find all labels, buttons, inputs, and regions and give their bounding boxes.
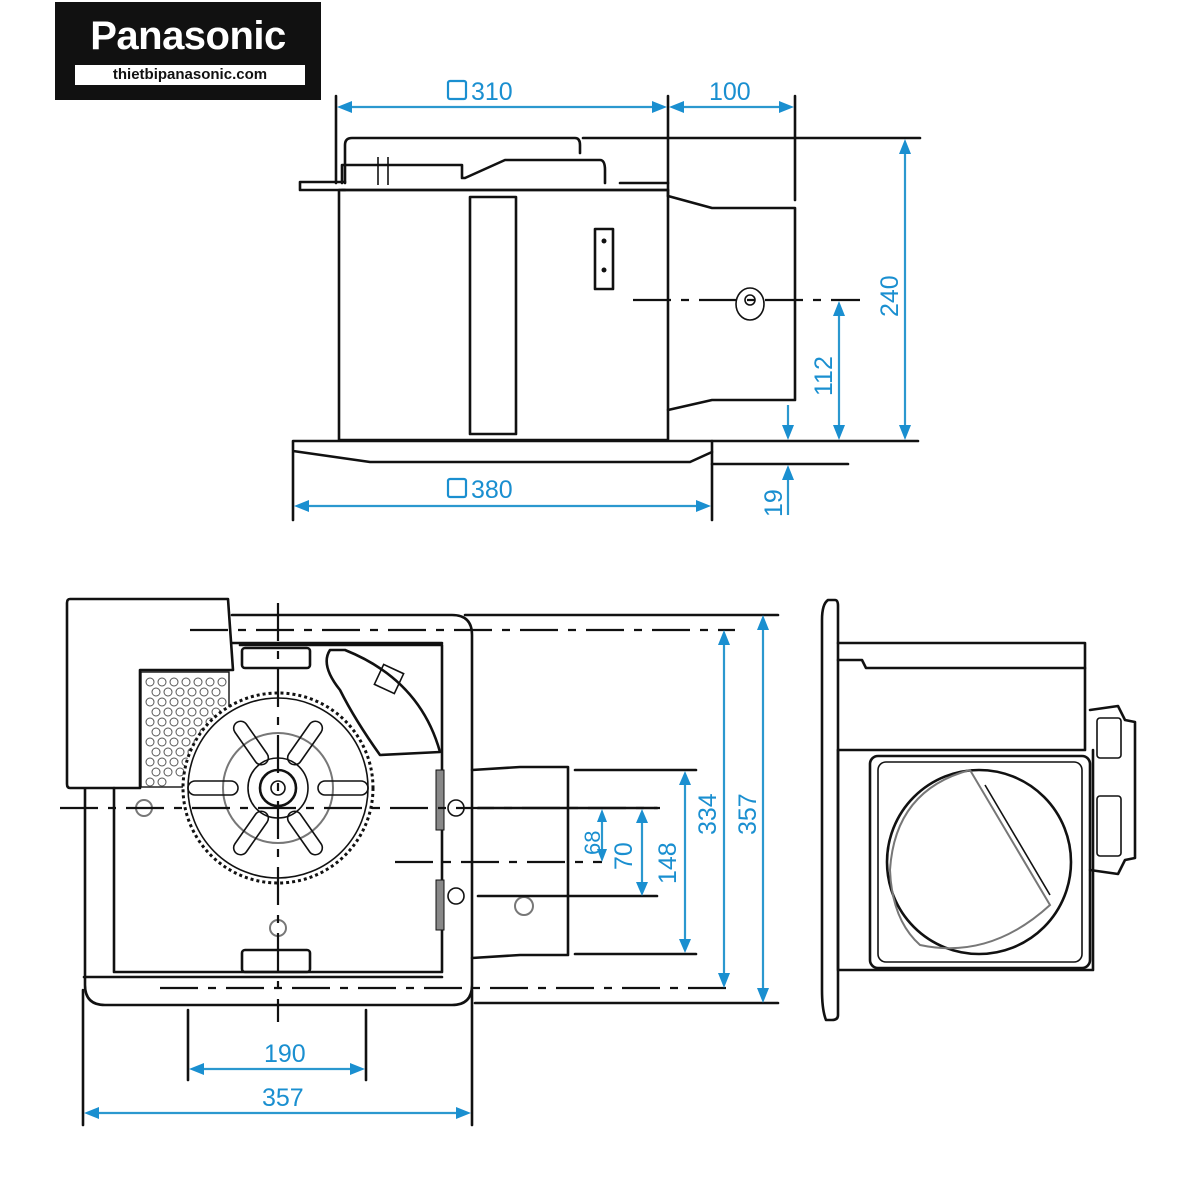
dim-310: 310 <box>446 78 513 106</box>
terminal-block <box>593 227 615 291</box>
damper-arc <box>325 648 442 757</box>
motor-box <box>65 597 235 790</box>
side-slot <box>468 195 518 436</box>
ceiling-panel <box>291 439 714 464</box>
dim-380: 380 <box>446 476 513 504</box>
top-panel-outline <box>83 613 474 1007</box>
duct-flange <box>868 754 1092 970</box>
logo-brand: Panasonic <box>90 14 286 58</box>
dim-190-label: 190 <box>264 1040 306 1068</box>
dim-240-label: 240 <box>876 275 904 317</box>
dim-357-vertical-label: 357 <box>734 793 762 835</box>
fan-body <box>337 188 670 442</box>
panasonic-logo: Panasonic thietbipanasonic.com <box>55 2 321 100</box>
dim-357-horizontal-label: 357 <box>262 1084 304 1112</box>
dim-334-label: 334 <box>694 793 722 835</box>
logo-website: thietbipanasonic.com <box>75 65 305 85</box>
dim-148-label: 148 <box>654 842 682 884</box>
duct-outlet <box>666 194 797 412</box>
dim-380-label: 380 <box>471 476 513 504</box>
dim-68-label: 68 <box>580 831 605 855</box>
dim-310-label: 310 <box>471 78 513 106</box>
damper-clip <box>1088 704 1137 876</box>
dim-19-label: 19 <box>760 489 788 517</box>
dim-100-label: 100 <box>709 78 751 106</box>
top-view: 190 357 68 70 148 334 357 <box>60 597 780 1127</box>
side-view <box>820 598 1137 1022</box>
dim-112-label: 112 <box>810 356 838 396</box>
side-panel <box>820 598 840 1022</box>
front-view: 310 100 240 112 19 380 <box>291 78 922 522</box>
dim-70-label: 70 <box>610 842 638 870</box>
side-body-lower <box>836 748 1095 972</box>
side-body-upper <box>836 641 1087 670</box>
top-housing <box>340 158 607 185</box>
duct-opening <box>885 768 1073 956</box>
top-duct <box>470 765 570 960</box>
inner-body <box>112 643 444 974</box>
top-cover <box>343 136 582 185</box>
